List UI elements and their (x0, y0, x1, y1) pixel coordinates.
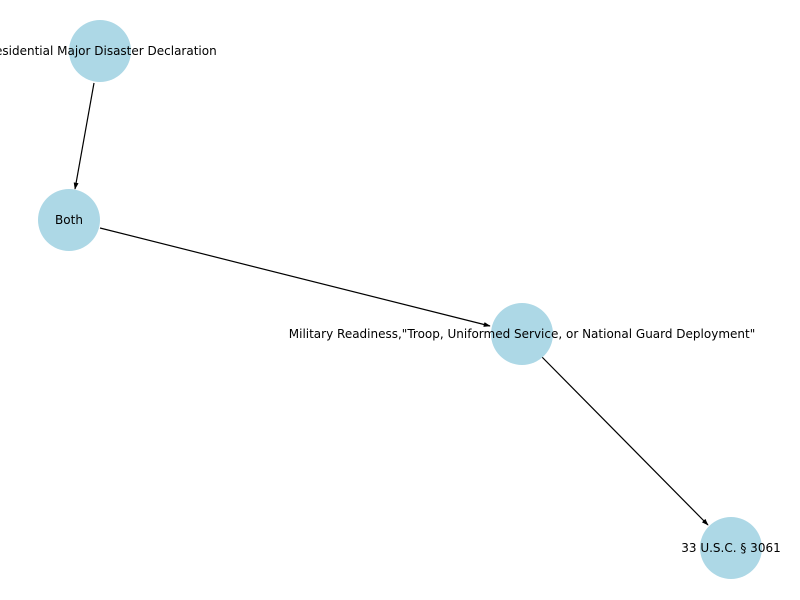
node-label: Both (55, 213, 83, 227)
node-circle (69, 20, 131, 82)
edge-n3-n4 (540, 355, 709, 526)
node-label: Military Readiness,"Troop, Uniformed Ser… (289, 327, 755, 341)
edge-n1-n2 (73, 82, 95, 190)
node-circle (491, 303, 553, 365)
node-circle (38, 189, 100, 251)
edges (73, 82, 709, 526)
nodes: Presidential Major Disaster Declaration … (0, 20, 781, 579)
node-circle (700, 517, 762, 579)
node-label: Presidential Major Disaster Declaration (0, 44, 217, 58)
edge-n2-n3 (99, 227, 491, 327)
graph-node[interactable]: Presidential Major Disaster Declaration (0, 20, 217, 82)
node-label: 33 U.S.C. § 3061 (681, 541, 780, 555)
graph-node[interactable]: Military Readiness,"Troop, Uniformed Ser… (289, 303, 755, 365)
graph-node[interactable]: Both (38, 189, 100, 251)
graph-node[interactable]: 33 U.S.C. § 3061 (681, 517, 781, 579)
